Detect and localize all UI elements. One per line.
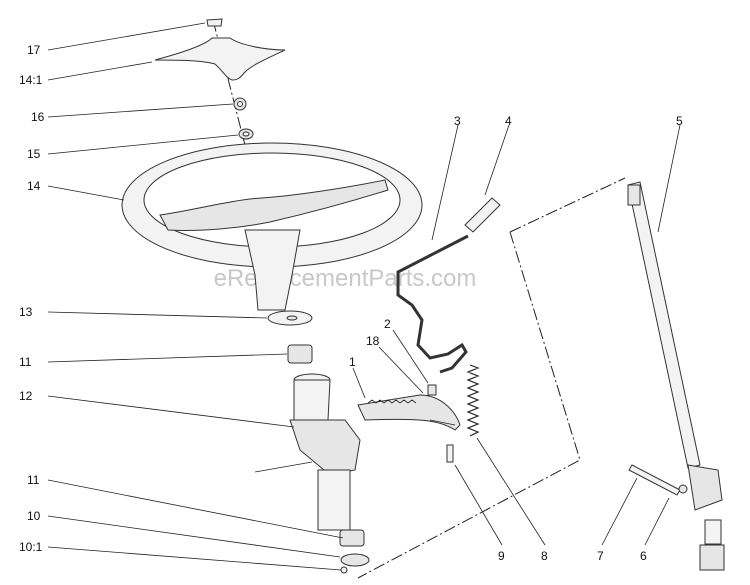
leader-16 [47,103,234,118]
leader-5 [657,124,681,233]
bushing-upper-part-11 [287,344,313,364]
leader-11a [47,353,288,363]
leader-10-1 [47,546,342,571]
cap-part-17 [206,18,223,27]
leader-4 [484,124,510,196]
spring-part-8 [466,364,480,437]
quadrant-teeth [367,399,417,404]
callout-12: 12 [19,389,33,403]
callout-14-1: 14:1 [19,73,43,87]
callout-4: 4 [505,114,512,128]
shaft-coupler [704,519,722,545]
callout-8: 8 [541,549,548,563]
steering-column-part-12 [289,373,361,531]
callout-3: 3 [454,114,461,128]
leader-8 [476,437,546,546]
bolt-part-9 [446,444,454,463]
shaft-end-spline [627,184,641,206]
universal-joint [687,464,723,511]
callout-11-upper: 11 [19,355,32,369]
callout-10: 10 [27,509,41,523]
callout-11-lower: 11 [27,473,40,487]
callout-9: 9 [498,549,505,563]
steering-shaft-part-5 [627,181,725,571]
callout-15: 15 [27,147,41,161]
leader-14-1 [47,61,153,81]
leader-2 [392,329,429,384]
steering-wheel-part-14 [121,142,423,311]
leader-13 [47,311,268,319]
leader-14 [47,185,125,201]
leader-15 [47,134,239,155]
lever-part-3 [396,234,469,374]
leader-9 [454,464,503,546]
quadrant-slot [429,419,456,426]
washer-hole-13 [286,315,298,321]
column-tube-upper [293,379,331,421]
callout-2: 2 [384,317,391,331]
pinion-gear [699,544,725,571]
wheel-spoke [159,179,389,232]
shaft-tube [627,181,701,469]
emblem-part-14-1 [154,37,286,81]
quadrant-part-1 [357,394,461,431]
phantom-outline [357,177,626,579]
nut-hole-16 [237,101,243,107]
callout-7: 7 [597,549,604,563]
nut-part-6 [678,484,688,494]
callout-16: 16 [31,110,45,124]
watermark-text: eReplacementParts.com [214,265,477,292]
column-pointer-line [254,461,313,473]
column-bracket [289,419,361,476]
callout-13: 13 [19,305,33,319]
leader-18 [378,346,424,394]
leader-11b [47,479,344,539]
callout-6: 6 [640,549,647,563]
grip-part-4 [464,197,501,233]
callout-1: 1 [349,355,356,369]
leader-10 [47,515,341,558]
leader-1 [352,367,366,399]
bolt-part-7 [628,464,681,496]
column-tube-lower [317,469,351,531]
callout-18: 18 [366,334,380,348]
wheel-hub [244,229,301,311]
washer-hole-15 [242,131,250,137]
bolt-part-18 [427,384,437,396]
callout-5: 5 [676,114,683,128]
bushing-lower-part-11 [339,529,365,547]
callout-14: 14 [27,179,41,193]
washer-part-10-1 [340,566,348,574]
leader-3 [431,124,459,241]
leader-12 [47,395,295,428]
leader-17 [47,22,206,51]
leader-7 [601,477,638,546]
nut-part-10 [340,553,370,567]
callout-10-1: 10:1 [19,540,43,554]
callout-17: 17 [27,43,41,57]
leader-6 [644,497,670,546]
